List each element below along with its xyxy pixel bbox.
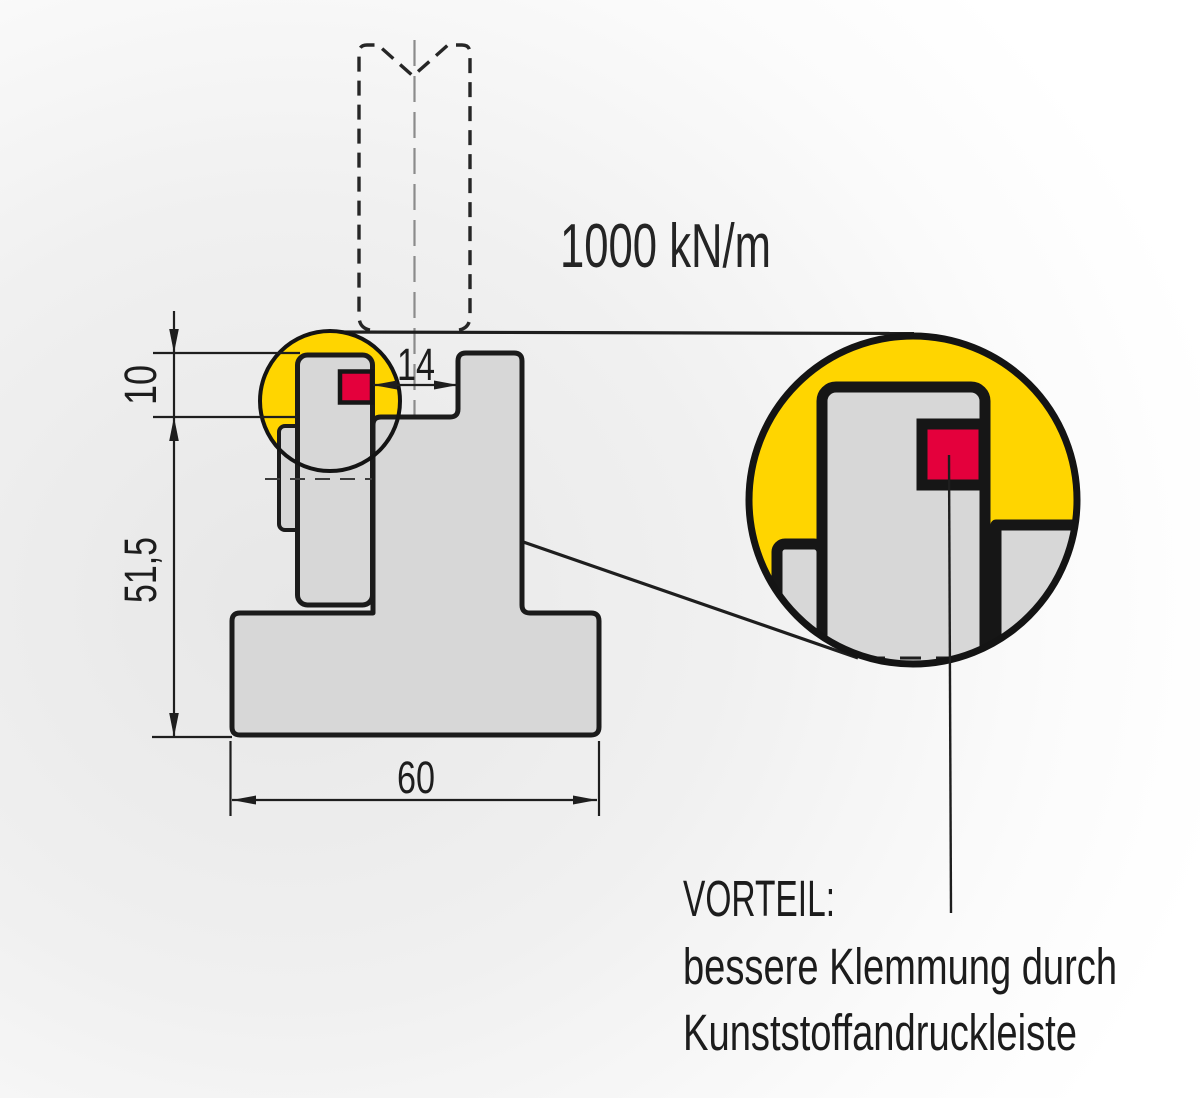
detail-circle-outline [745,332,1081,668]
highlight-circle-outline [258,329,402,473]
note-block: VORTEIL: bessere Klemmung durch Kunststo… [683,870,1117,1061]
note-heading: VORTEIL: [683,870,835,927]
dimension-label-10: 10 [115,365,166,405]
force-label: 1000 kN/m [560,212,771,281]
note-leader-line [947,454,953,914]
arrowhead-down-10 [169,329,179,353]
dimension-label-51-5: 51,5 [115,537,166,603]
pressure-strip-red [337,369,375,405]
dimension-14-group: 14 [373,339,458,390]
dimension-label-60: 60 [397,752,435,803]
detail-connection-line-top [329,330,915,336]
arrowhead-up-51 [169,417,179,441]
dimension-60-group: 60 [229,741,601,816]
arrowhead-down-51 [169,713,179,737]
dimension-label-14: 14 [397,339,435,390]
pressure-strip-magnified [916,418,990,491]
arrowhead-right-14 [434,380,458,390]
note-line2: Kunststoffandruckleiste [683,1004,1077,1061]
arrowhead-left-14 [373,380,397,390]
dimension-left-group: 10 51,5 [115,311,300,739]
note-line1: bessere Klemmung durch [683,938,1117,995]
arrowhead-left-60 [232,795,256,805]
arrowhead-right-60 [573,795,597,805]
